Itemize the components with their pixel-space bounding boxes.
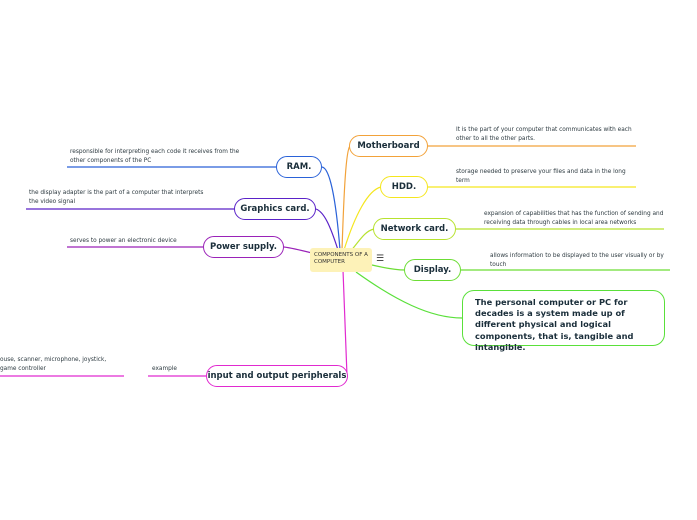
node-hdd[interactable]: HDD. [380, 176, 428, 198]
node-display[interactable]: Display. [404, 259, 461, 281]
link-power [283, 246, 313, 254]
central-topic-label: COMPONENTS OF A COMPUTER [314, 252, 368, 265]
note-hdd: storage needed to preserve your files an… [456, 169, 626, 184]
hamburger-icon[interactable]: ☰ [376, 254, 385, 264]
node-ram[interactable]: RAM. [276, 156, 322, 178]
summary-text: The personal computer or PC for decades … [475, 297, 634, 352]
link-summary [355, 271, 463, 319]
note-peripherals: ouse, scanner, microphone, joystick, gam… [0, 357, 107, 372]
link-graphics [315, 208, 339, 251]
note-network-card: expansion of capabilities that has the f… [484, 211, 664, 226]
link-display [371, 264, 406, 271]
node-peripherals-label: input and output peripherals [207, 371, 347, 381]
node-power-supply-label: Power supply. [209, 242, 278, 252]
node-graphics-card[interactable]: Graphics card. [234, 198, 316, 220]
node-motherboard-label: Motherboard [357, 141, 420, 151]
note-display: allows information to be displayed to th… [490, 253, 664, 268]
node-ram-label: RAM. [286, 162, 312, 172]
node-network-card[interactable]: Network card. [373, 218, 456, 240]
link-hdd [343, 186, 382, 251]
node-hdd-label: HDD. [391, 182, 417, 192]
example-label: example [152, 366, 177, 372]
note-ram: responsible for interpreting each code i… [70, 149, 240, 164]
node-motherboard[interactable]: Motherboard [349, 135, 428, 157]
link-ram [321, 166, 341, 251]
summary-node[interactable]: The personal computer or PC for decades … [462, 290, 665, 352]
node-display-label: Display. [413, 265, 452, 275]
node-peripherals[interactable]: input and output peripherals [206, 365, 348, 387]
link-motherboard [341, 145, 351, 251]
note-graphics-card: the display adapter is the part of a com… [29, 190, 204, 205]
node-power-supply[interactable]: Power supply. [203, 236, 284, 258]
note-power-supply: serves to power an electronic device [70, 238, 177, 244]
node-network-card-label: Network card. [380, 224, 449, 234]
link-peripherals [342, 269, 348, 377]
central-topic[interactable]: COMPONENTS OF A COMPUTER [310, 248, 372, 272]
note-motherboard: It is the part of your computer that com… [456, 127, 632, 142]
node-graphics-card-label: Graphics card. [240, 204, 310, 214]
